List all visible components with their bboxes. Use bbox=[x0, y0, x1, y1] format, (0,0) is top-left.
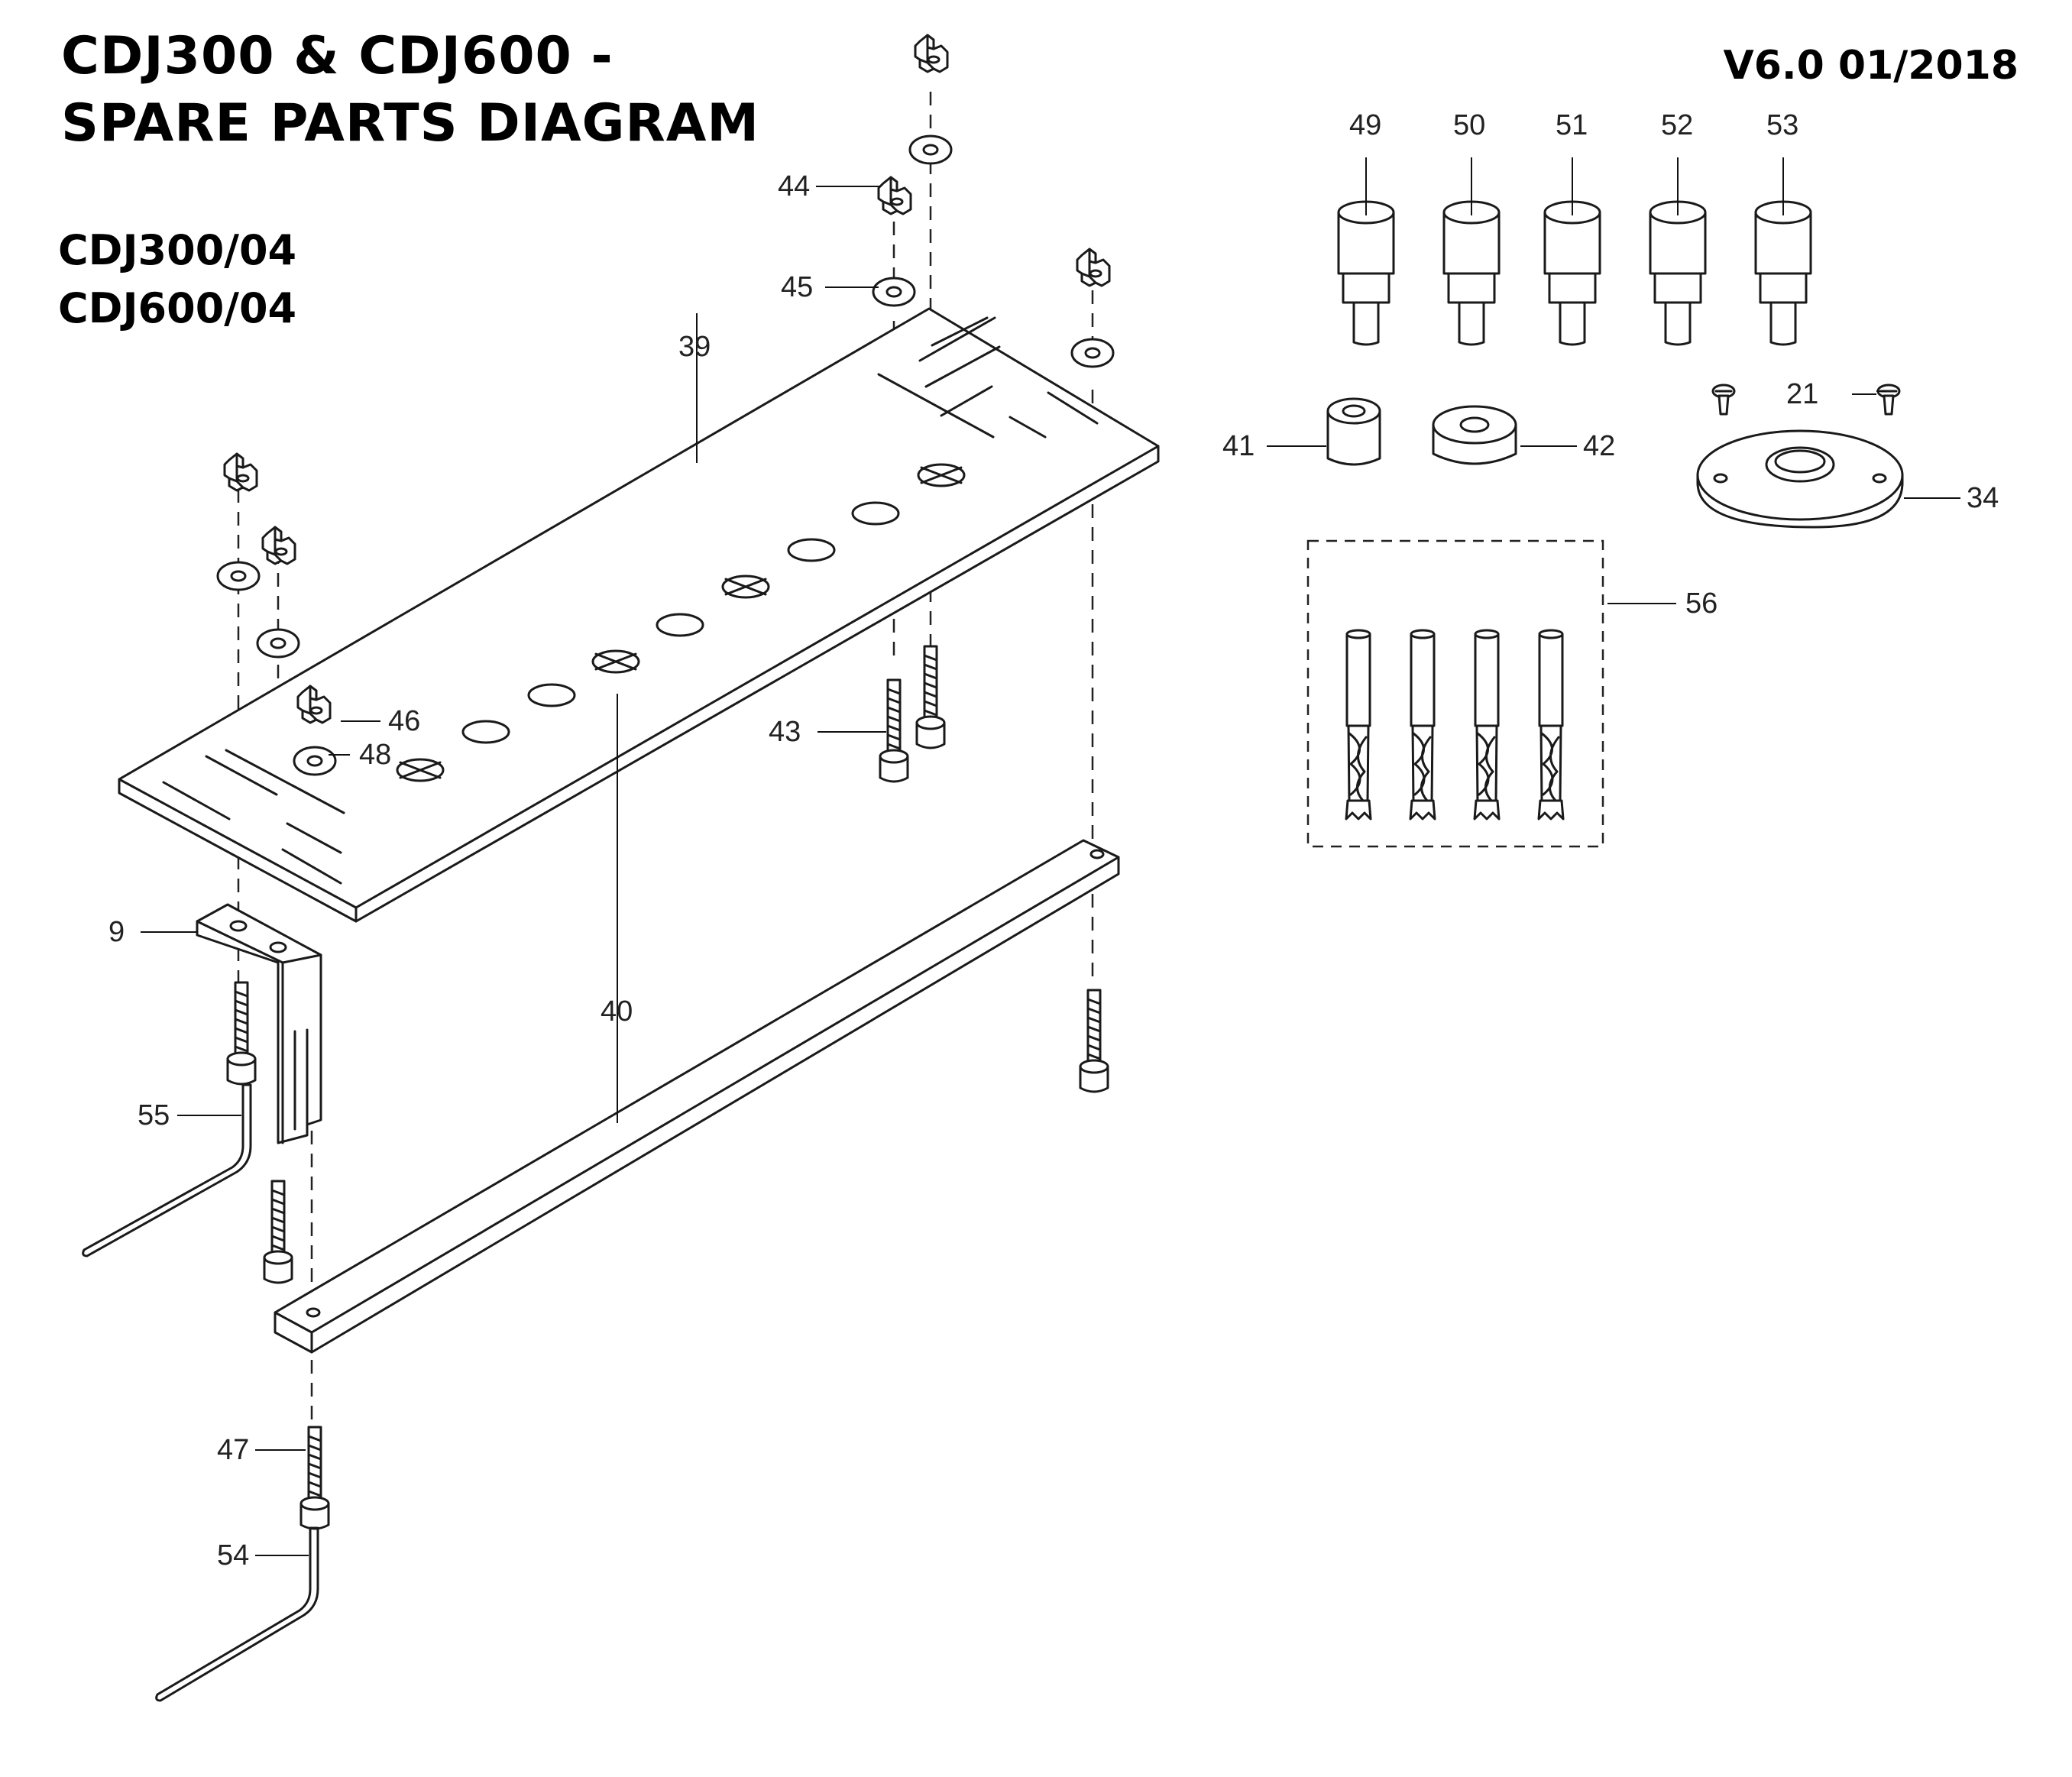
drill-guide-bush bbox=[1649, 200, 1707, 346]
callout-53: 53 bbox=[1766, 109, 1798, 141]
drill-guide-bush bbox=[1754, 200, 1812, 346]
bolt bbox=[263, 1180, 293, 1284]
model-numbers: CDJ300/04 CDJ600/04 bbox=[58, 222, 296, 338]
drill-guide-bush bbox=[1543, 200, 1601, 346]
wing-nut bbox=[877, 176, 912, 215]
drill-bit bbox=[1537, 629, 1565, 821]
wing-nut bbox=[1076, 248, 1111, 287]
drill-bit bbox=[1345, 629, 1372, 821]
bolt bbox=[226, 981, 257, 1086]
bolt bbox=[1079, 989, 1109, 1093]
model-line-1: CDJ300/04 bbox=[58, 226, 297, 274]
drill-guide-bush bbox=[1442, 200, 1501, 346]
drill-guide-bush bbox=[1337, 200, 1395, 346]
angle-bracket bbox=[196, 903, 322, 1144]
callout-34: 34 bbox=[1967, 482, 1999, 514]
countersunk-screw bbox=[1876, 384, 1901, 416]
callout-43: 43 bbox=[769, 716, 801, 748]
callout-21: 21 bbox=[1786, 378, 1818, 410]
drill-bit-set-box bbox=[1306, 539, 1604, 848]
callout-51: 51 bbox=[1556, 109, 1588, 141]
washer bbox=[1070, 338, 1115, 368]
hex-key bbox=[155, 1526, 319, 1702]
wing-nut bbox=[261, 526, 296, 565]
hex-key bbox=[82, 1083, 252, 1257]
rear-rail bbox=[274, 839, 1120, 1354]
callout-48: 48 bbox=[359, 739, 391, 771]
title-line-1: CDJ300 & CDJ600 - bbox=[61, 26, 614, 86]
drill-bit bbox=[1409, 629, 1436, 821]
bolt bbox=[879, 678, 909, 783]
title-line-2: SPARE PARTS DIAGRAM bbox=[61, 93, 760, 154]
washer bbox=[872, 277, 916, 307]
washer bbox=[293, 746, 337, 776]
callout-54: 54 bbox=[217, 1539, 249, 1571]
callout-41: 41 bbox=[1222, 430, 1255, 462]
template-plate bbox=[118, 307, 1160, 923]
bolt bbox=[915, 645, 946, 749]
bolt bbox=[299, 1426, 330, 1530]
callout-39: 39 bbox=[678, 331, 711, 363]
model-line-2: CDJ600/04 bbox=[58, 284, 297, 332]
callout-42: 42 bbox=[1583, 430, 1615, 462]
washer bbox=[256, 628, 300, 659]
washer bbox=[216, 561, 261, 591]
collar bbox=[1326, 397, 1381, 466]
washer bbox=[908, 134, 953, 165]
callout-55: 55 bbox=[138, 1099, 170, 1131]
callout-50: 50 bbox=[1453, 109, 1485, 141]
callout-45: 45 bbox=[781, 271, 813, 303]
callout-52: 52 bbox=[1661, 109, 1693, 141]
callout-56: 56 bbox=[1685, 587, 1717, 620]
version-date: V6.0 01/2018 bbox=[1723, 43, 2019, 89]
callout-47: 47 bbox=[217, 1434, 249, 1466]
wing-nut bbox=[914, 34, 949, 73]
callout-44: 44 bbox=[778, 170, 810, 202]
callout-9: 9 bbox=[108, 916, 125, 948]
drill-bit bbox=[1473, 629, 1501, 821]
diagram-title: CDJ300 & CDJ600 - SPARE PARTS DIAGRAM bbox=[61, 23, 759, 157]
callout-40: 40 bbox=[601, 995, 633, 1028]
router-base-plate bbox=[1696, 429, 1904, 529]
wing-nut bbox=[223, 452, 258, 492]
spacer-ring bbox=[1432, 405, 1517, 465]
callout-46: 46 bbox=[388, 705, 420, 737]
callout-49: 49 bbox=[1349, 109, 1381, 141]
countersunk-screw bbox=[1711, 384, 1736, 416]
